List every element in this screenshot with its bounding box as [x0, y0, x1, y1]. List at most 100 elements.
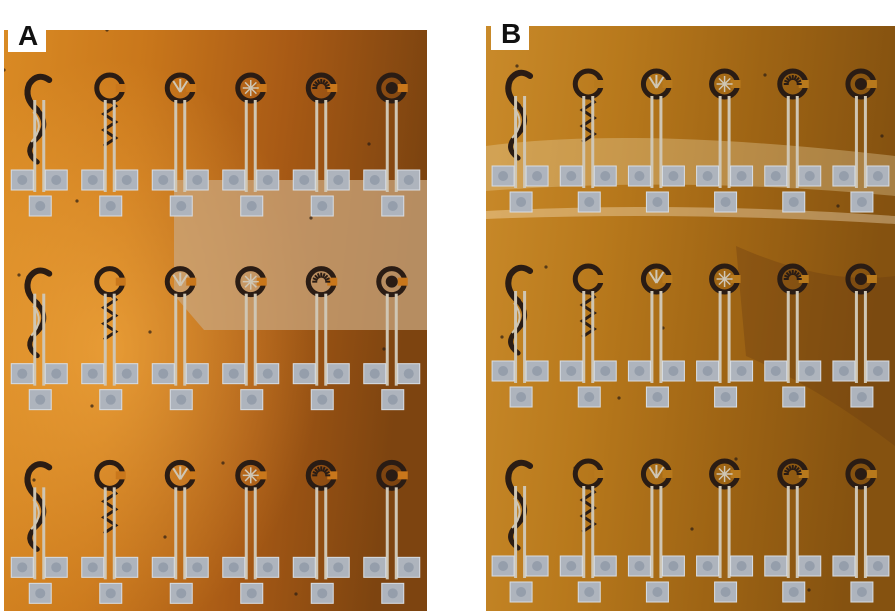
- pad-center: [770, 171, 781, 181]
- trace-stem: [795, 291, 799, 383]
- trace-comb: [323, 80, 329, 86]
- pad-center: [838, 171, 849, 181]
- ring-gap: [327, 84, 338, 92]
- trace-comb: [788, 270, 793, 276]
- ring-gap: [594, 470, 605, 478]
- sensor-hook-trace: [832, 458, 890, 603]
- speck: [221, 461, 225, 465]
- pad-center: [498, 171, 509, 181]
- trace-spoke: [250, 87, 257, 95]
- pad-center: [176, 394, 187, 405]
- trace-comb: [785, 271, 791, 277]
- pad-center: [736, 561, 747, 571]
- trace-spoke: [724, 272, 731, 280]
- ring-gap: [327, 277, 338, 286]
- speck: [17, 273, 21, 277]
- trace-stem: [183, 100, 187, 192]
- pad-center: [333, 175, 344, 185]
- pad-center: [634, 366, 645, 376]
- pad-center: [387, 201, 398, 211]
- speck: [75, 199, 79, 203]
- sensor-fan-trace: [151, 266, 209, 411]
- reflection-band: [174, 180, 427, 330]
- pad-center: [228, 175, 239, 185]
- trace-stem: [183, 487, 187, 580]
- trace-comb: [788, 75, 793, 81]
- trace-comb: [324, 83, 330, 88]
- sensor-comb-trace: [764, 263, 822, 408]
- speck: [32, 478, 36, 482]
- trace-stem: [514, 291, 518, 383]
- trace-spoke: [724, 77, 731, 85]
- sensor-spoke-trace: [696, 458, 754, 603]
- trace-comb: [796, 469, 802, 474]
- pad-center: [584, 197, 595, 207]
- trace-hook-center: [854, 468, 867, 480]
- pad-center: [804, 366, 815, 376]
- pad-center: [702, 561, 713, 571]
- trace-stem: [523, 486, 527, 578]
- speck: [90, 404, 94, 408]
- speck: [105, 30, 109, 32]
- trace-spoke: [250, 474, 257, 482]
- trace-head: [24, 461, 53, 501]
- trace-fan: [648, 75, 665, 89]
- pad-center: [498, 366, 509, 376]
- sensor-spoke-trace: [222, 72, 280, 217]
- trace-stem: [42, 100, 46, 192]
- trace-stem: [727, 486, 731, 578]
- pad-center: [87, 368, 98, 379]
- trace-stem: [582, 96, 586, 188]
- trace-stem: [786, 486, 790, 578]
- speck: [880, 134, 884, 138]
- sensor-zigzag-trace: [559, 263, 617, 408]
- panel-b-photo: [486, 26, 895, 611]
- pad-center: [17, 368, 28, 379]
- ring-gap: [115, 84, 126, 92]
- pad-center: [804, 561, 815, 571]
- pad-center: [566, 366, 577, 376]
- pad-center: [600, 171, 611, 181]
- ring-gap: [866, 470, 877, 478]
- sensor-comb-trace: [292, 72, 350, 217]
- pad-center: [788, 197, 799, 207]
- pad-center: [262, 562, 273, 573]
- pad-center: [634, 171, 645, 181]
- pad-center: [369, 368, 380, 379]
- sensor-serpentine-trace: [10, 461, 68, 604]
- ring-gap: [115, 471, 126, 480]
- pad-center: [176, 201, 187, 211]
- ring-gap: [327, 471, 338, 480]
- pad-center: [299, 368, 310, 379]
- pad-center: [872, 561, 883, 571]
- trace-stem: [385, 100, 389, 192]
- pad-center: [87, 562, 98, 573]
- trace-stem: [33, 293, 37, 386]
- trace-stem: [718, 291, 722, 383]
- ring-gap: [186, 471, 197, 480]
- sensor-serpentine-trace: [10, 73, 68, 217]
- trace-comb: [312, 277, 318, 282]
- trace-spoke: [718, 272, 726, 280]
- pad-center: [720, 392, 731, 402]
- ring-gap: [397, 84, 408, 92]
- trace-fan: [172, 79, 189, 93]
- pad-center: [17, 175, 28, 185]
- trace-comb: [321, 466, 326, 473]
- pad-center: [228, 368, 239, 379]
- pad-center: [105, 588, 116, 599]
- trace-stem: [854, 486, 858, 578]
- trace-stem: [174, 487, 178, 580]
- trace-stem: [863, 486, 867, 578]
- sensor-spoke-trace: [696, 68, 754, 213]
- sensor-zigzag-trace: [559, 458, 617, 603]
- pad-center: [600, 561, 611, 571]
- pad-center: [584, 392, 595, 402]
- pad-center: [872, 366, 883, 376]
- trace-hook-center: [385, 275, 398, 288]
- pad-center: [192, 562, 203, 573]
- trace-spoke: [244, 87, 252, 95]
- pad-center: [105, 394, 116, 405]
- trace-stem: [183, 293, 187, 386]
- pad-center: [872, 171, 883, 181]
